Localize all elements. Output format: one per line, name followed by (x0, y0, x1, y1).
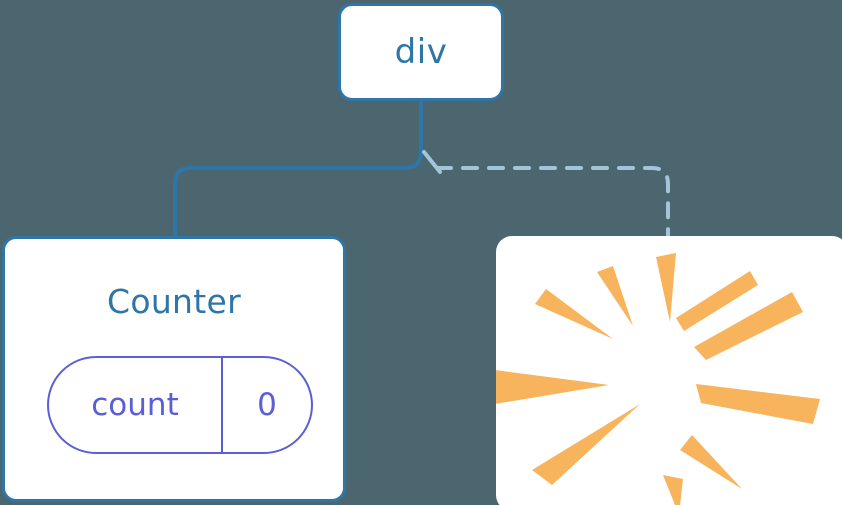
ray-nw (535, 289, 613, 339)
counter-node[interactable]: Counter count 0 (2, 236, 346, 502)
ray-n (656, 253, 676, 322)
ray-se (696, 384, 820, 424)
ray-sse (680, 435, 742, 489)
state-pill-value: 0 (257, 386, 277, 423)
edge-div-to-counter (173, 99, 423, 239)
ray-nnw (597, 266, 633, 326)
state-pill-key: count (49, 358, 223, 452)
edge-branch-stub (422, 150, 442, 174)
burst-node[interactable] (496, 236, 842, 505)
root-node-label: div (394, 32, 448, 72)
ray-sw (532, 404, 640, 485)
sparkle-burst-icon (496, 253, 820, 505)
counter-node-label: Counter (107, 282, 241, 321)
state-pill-count[interactable]: count 0 (47, 356, 313, 454)
ray-e (694, 292, 803, 360)
ray-s (663, 475, 683, 505)
root-node-div[interactable]: div (338, 3, 504, 101)
ray-ne (676, 271, 758, 331)
ray-w (496, 370, 609, 404)
edge-div-to-burst (435, 166, 670, 239)
